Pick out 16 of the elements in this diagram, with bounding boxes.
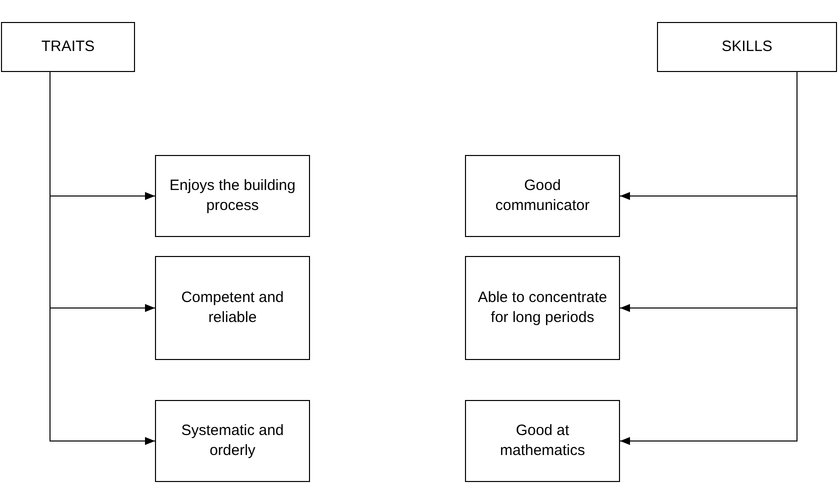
process-box — [155, 400, 310, 482]
box-label: TRAITS — [40, 37, 96, 57]
process-box — [155, 155, 310, 237]
box-label: Good at mathematics — [498, 421, 586, 461]
box-label: SKILLS — [720, 37, 774, 57]
process-box — [465, 155, 620, 237]
box-label: Good communicator — [494, 176, 591, 216]
box-label: Competent and reliable — [180, 288, 285, 328]
heading-box — [657, 22, 837, 72]
box-label: Systematic and orderly — [180, 421, 285, 461]
process-box — [465, 256, 620, 360]
process-box — [465, 400, 620, 482]
heading-box — [1, 22, 135, 72]
process-box — [155, 256, 310, 360]
box-label: Able to concentrate for long periods — [476, 288, 608, 328]
box-label: Enjoys the building process — [168, 176, 296, 216]
